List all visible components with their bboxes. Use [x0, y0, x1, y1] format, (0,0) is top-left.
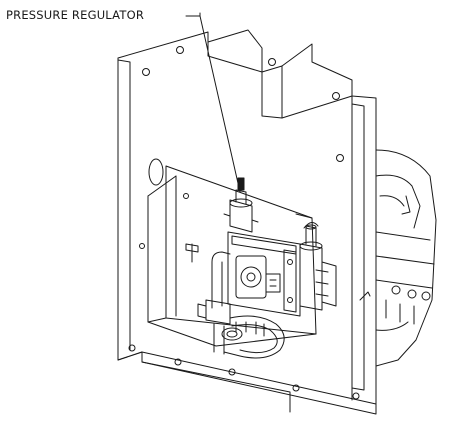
base-screw	[128, 344, 136, 352]
combustion-chamber	[375, 149, 437, 367]
panel-inner-edge	[117, 59, 353, 401]
vent-hole	[148, 158, 164, 186]
base-screw	[292, 384, 300, 392]
regulator-tip	[237, 177, 245, 191]
screw-hole	[268, 58, 276, 66]
screw-hole	[139, 243, 145, 249]
screw-hole	[142, 68, 150, 76]
gas-inlet-pipe	[211, 251, 231, 309]
back-panel	[117, 29, 377, 405]
base-screw	[228, 368, 236, 376]
screw-hole	[332, 92, 340, 100]
gas-valve-body	[227, 231, 301, 317]
base-tray	[117, 329, 377, 415]
pressure-regulator	[229, 199, 253, 233]
base-screw	[174, 358, 182, 366]
leader-line	[185, 12, 241, 193]
screw-hole	[176, 46, 184, 54]
valve-dial	[240, 266, 262, 288]
top-flange-2	[281, 65, 353, 119]
wire-harness	[185, 243, 199, 263]
top-flange	[207, 41, 263, 73]
valve-knob	[265, 273, 281, 293]
screw-hole	[183, 193, 189, 199]
screw-hole	[336, 154, 344, 162]
pressure-regulator-label: PRESSURE REGULATOR	[6, 8, 145, 22]
base-screw	[352, 392, 360, 400]
right-fitting	[299, 243, 323, 311]
inlet-union	[205, 299, 231, 325]
elbow-fitting	[221, 327, 243, 341]
flex-hose	[223, 315, 285, 359]
